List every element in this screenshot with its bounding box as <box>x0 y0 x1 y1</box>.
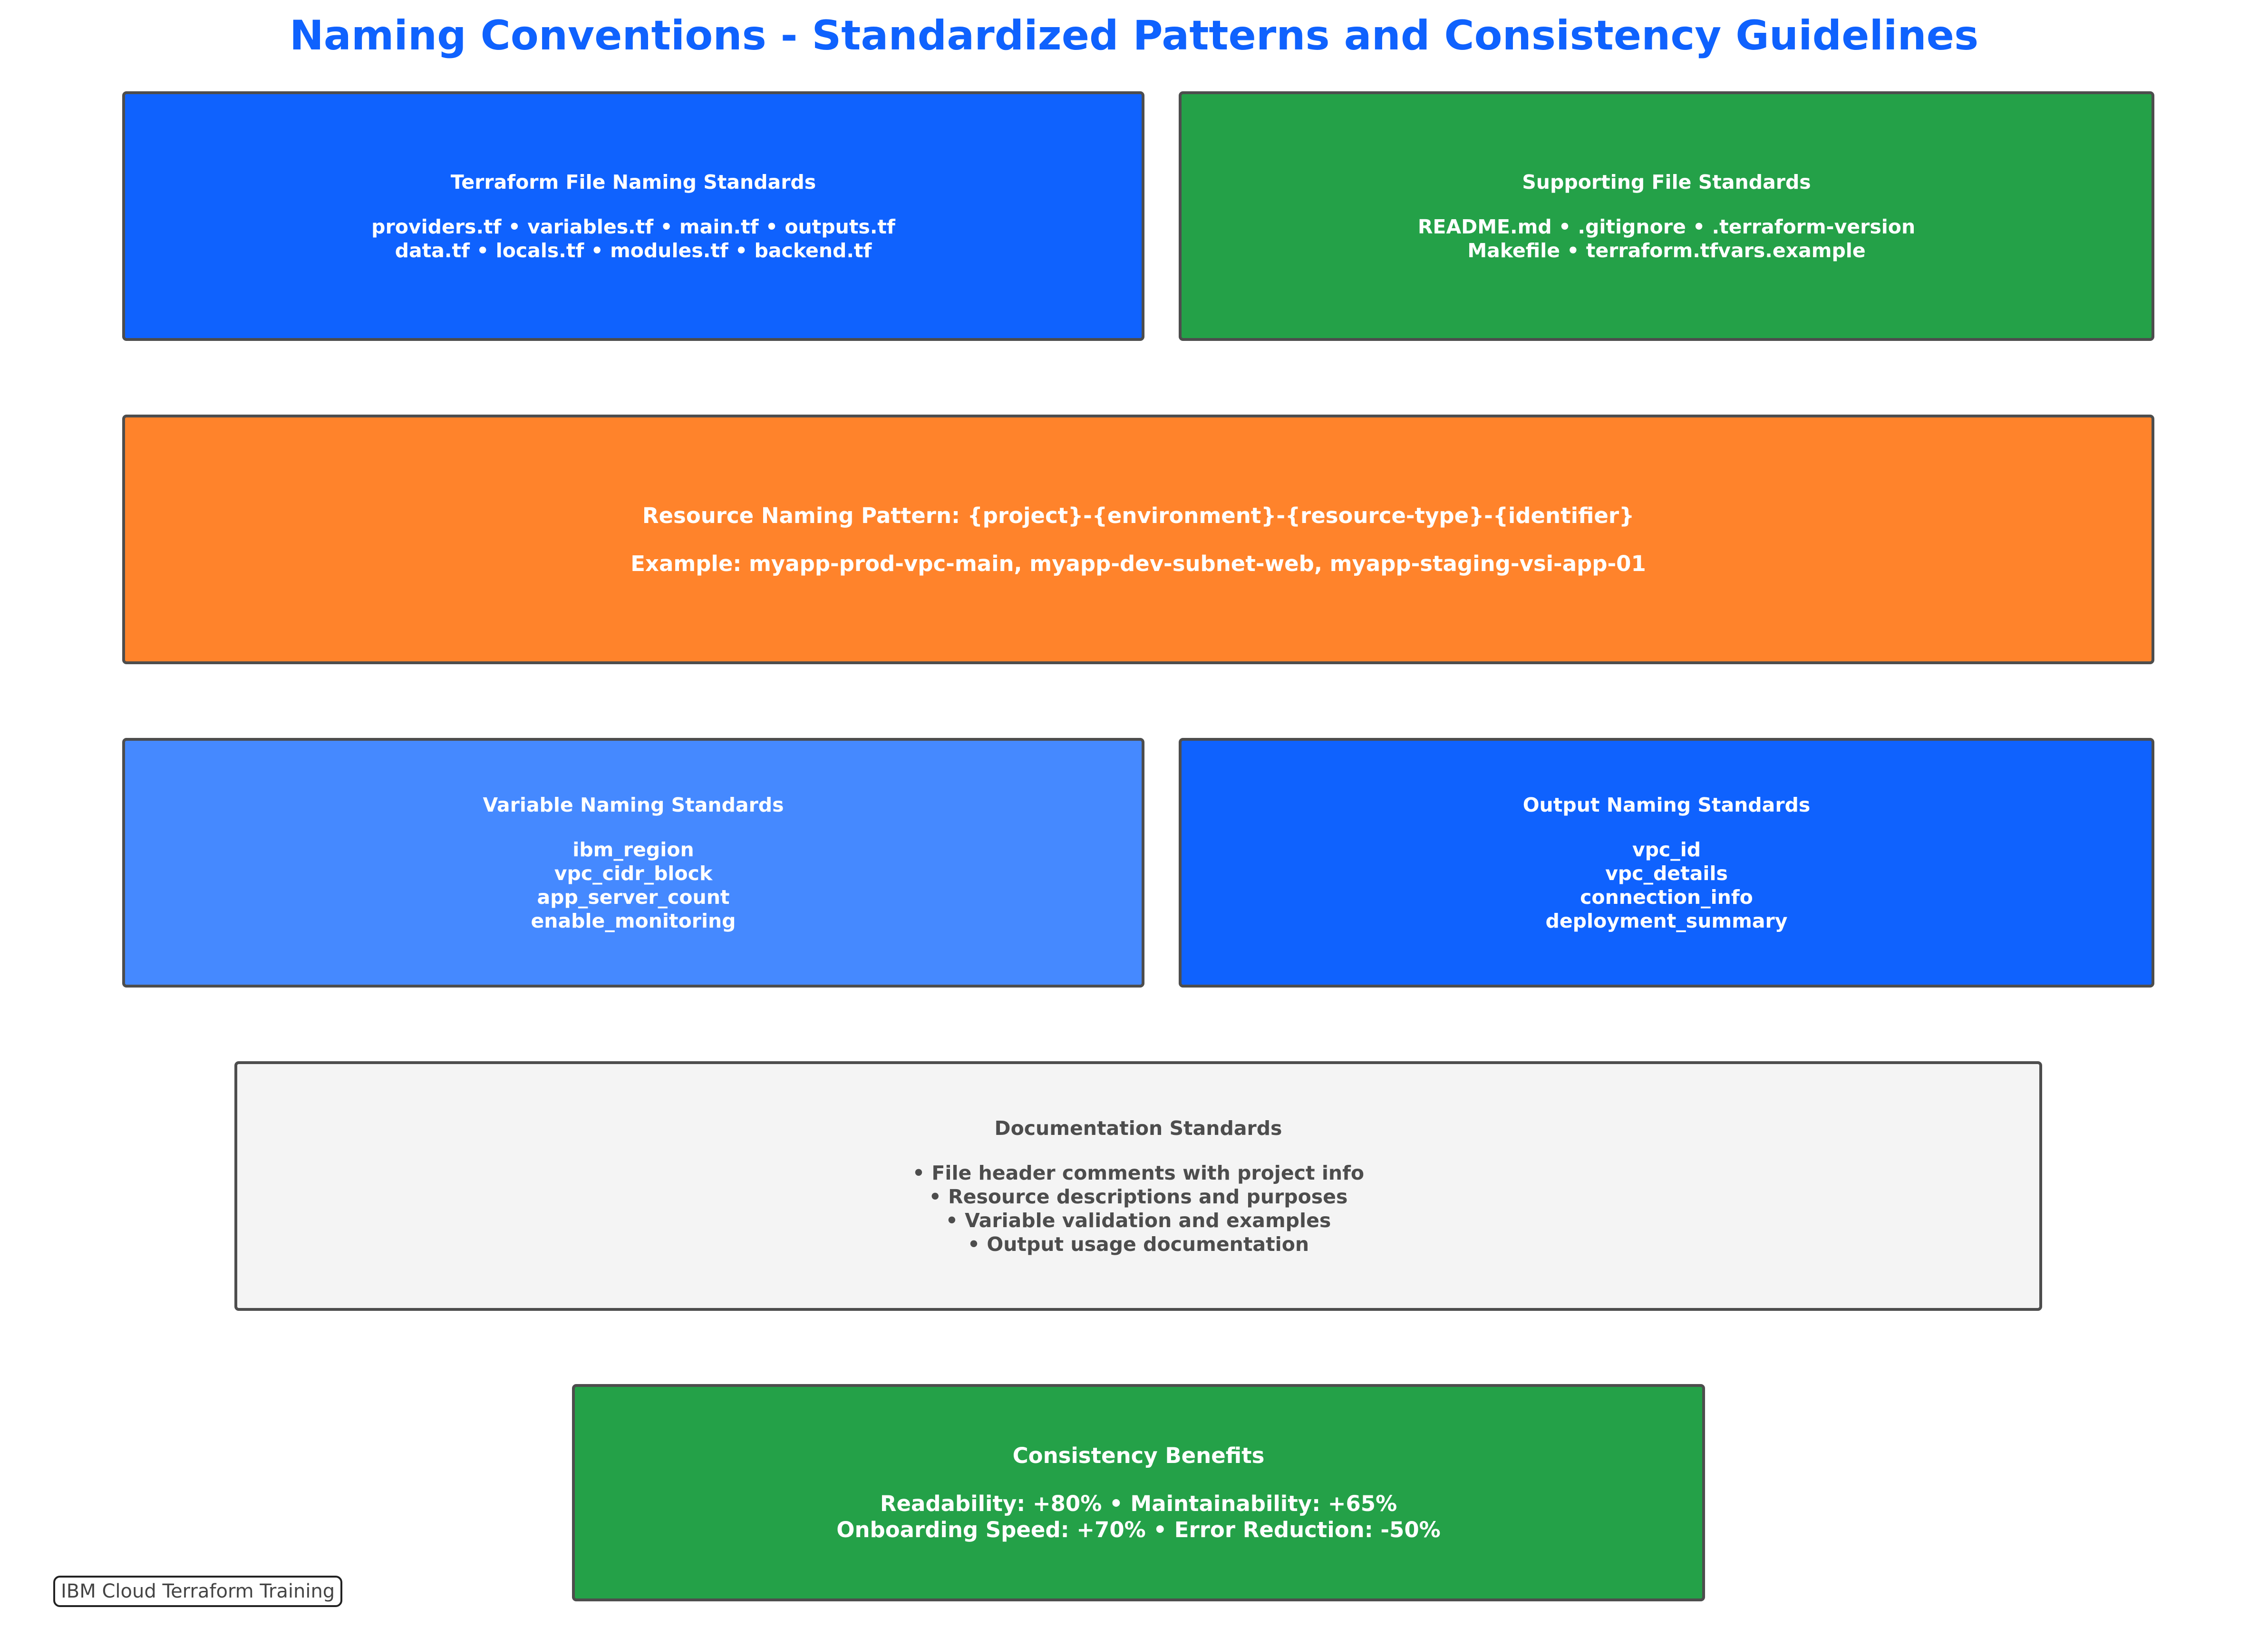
output-name-example: vpc_id <box>1632 838 1701 861</box>
consistency-benefits-heading: Consistency Benefits <box>1012 1443 1265 1468</box>
supporting-file-standards-box: Supporting File Standards README.md • .g… <box>1179 91 2154 341</box>
output-naming-standards-heading: Output Naming Standards <box>1522 793 1811 816</box>
terraform-file-standards-heading: Terraform File Naming Standards <box>450 170 816 194</box>
variable-naming-standards-box: Variable Naming Standards ibm_region vpc… <box>122 738 1144 988</box>
variable-name-example: enable_monitoring <box>531 909 736 932</box>
output-naming-standards-box: Output Naming Standards vpc_id vpc_detai… <box>1179 738 2154 988</box>
variable-name-example: app_server_count <box>537 885 730 909</box>
documentation-standards-box: Documentation Standards • File header co… <box>234 1061 2042 1311</box>
documentation-standard-item: • Output usage documentation <box>967 1232 1309 1256</box>
page-title: Naming Conventions - Standardized Patter… <box>289 12 1979 59</box>
terraform-file-standards-box: Terraform File Naming Standards provider… <box>122 91 1144 341</box>
output-name-example: vpc_details <box>1605 862 1728 885</box>
supporting-file-standards-line: Makefile • terraform.tfvars.example <box>1467 239 1866 262</box>
consistency-benefit-line: Readability: +80% • Maintainability: +65… <box>880 1491 1397 1516</box>
consistency-benefits-box: Consistency Benefits Readability: +80% •… <box>572 1384 1705 1601</box>
resource-naming-pattern-box: Resource Naming Pattern: {project}-{envi… <box>122 415 2154 664</box>
documentation-standard-item: • Variable validation and examples <box>945 1209 1331 1232</box>
variable-name-example: vpc_cidr_block <box>554 862 713 885</box>
terraform-file-standards-line: data.tf • locals.tf • modules.tf • backe… <box>395 239 872 262</box>
resource-naming-example: Example: myapp-prod-vpc-main, myapp-dev-… <box>630 551 1646 576</box>
terraform-file-standards-line: providers.tf • variables.tf • main.tf • … <box>371 215 895 238</box>
documentation-standard-item: • File header comments with project info <box>912 1161 1365 1184</box>
output-name-example: deployment_summary <box>1545 909 1788 932</box>
footer-label: IBM Cloud Terraform Training <box>53 1576 343 1607</box>
variable-naming-standards-heading: Variable Naming Standards <box>483 793 784 816</box>
supporting-file-standards-heading: Supporting File Standards <box>1522 170 1811 194</box>
consistency-benefit-line: Onboarding Speed: +70% • Error Reduction… <box>836 1517 1441 1542</box>
supporting-file-standards-line: README.md • .gitignore • .terraform-vers… <box>1417 215 1916 238</box>
variable-name-example: ibm_region <box>572 838 694 861</box>
documentation-standard-item: • Resource descriptions and purposes <box>929 1185 1348 1208</box>
output-name-example: connection_info <box>1580 885 1753 909</box>
documentation-standards-heading: Documentation Standards <box>994 1116 1282 1140</box>
resource-naming-pattern-heading: Resource Naming Pattern: {project}-{envi… <box>642 503 1635 528</box>
